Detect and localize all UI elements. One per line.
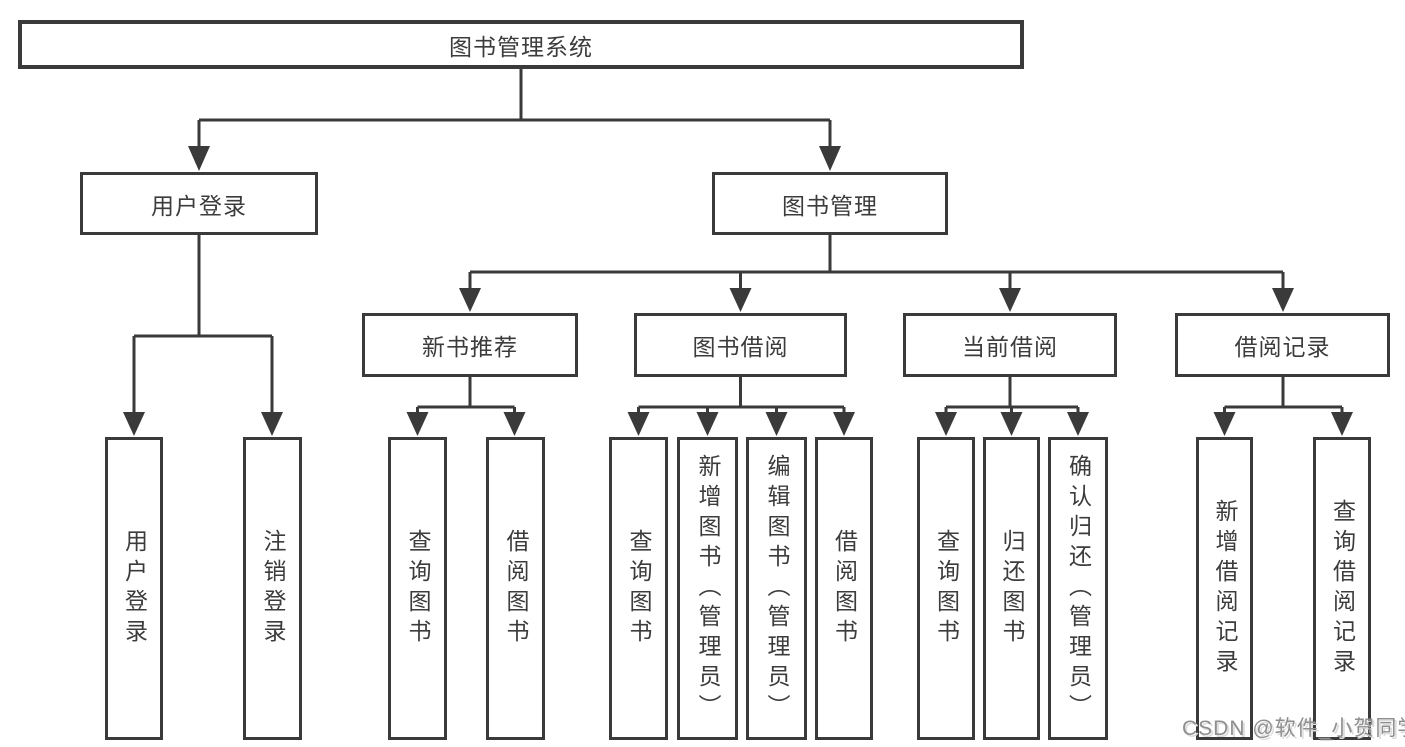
arrowheads [123, 146, 1353, 436]
leaf-query-books-current: 查询图书 [917, 437, 975, 740]
node-borrow-records: 借阅记录 [1175, 313, 1390, 377]
csdn-watermark: CSDN @软件_小贺同学 [1182, 717, 1405, 740]
node-book-borrow: 图书借阅 [634, 313, 847, 377]
leaf-query-books-borrow: 查询图书 [609, 437, 668, 740]
leaf-query-borrow-record: 查询借阅记录 [1313, 437, 1371, 740]
node-current-borrow: 当前借阅 [903, 313, 1117, 377]
leaf-add-books-admin: 新增图书（管理员） [677, 437, 738, 740]
leaf-borrow-books-newbooks: 借阅图书 [486, 437, 545, 740]
leaf-add-borrow-record: 新增借阅记录 [1196, 437, 1253, 740]
node-book-management: 图书管理 [712, 172, 948, 235]
leaf-query-books-newbooks: 查询图书 [388, 437, 447, 740]
leaf-user-login: 用户登录 [105, 437, 163, 740]
leaf-return-books: 归还图书 [983, 437, 1040, 740]
leaf-edit-books-admin: 编辑图书（管理员） [746, 437, 807, 740]
node-new-book-recommend: 新书推荐 [362, 313, 578, 377]
node-user-login: 用户登录 [80, 172, 318, 235]
connector-edges [132, 68, 1344, 416]
node-root: 图书管理系统 [18, 20, 1024, 69]
leaf-logout: 注销登录 [243, 437, 302, 740]
leaf-confirm-return-admin: 确认归还（管理员） [1048, 437, 1108, 740]
leaf-borrow-books: 借阅图书 [815, 437, 873, 740]
